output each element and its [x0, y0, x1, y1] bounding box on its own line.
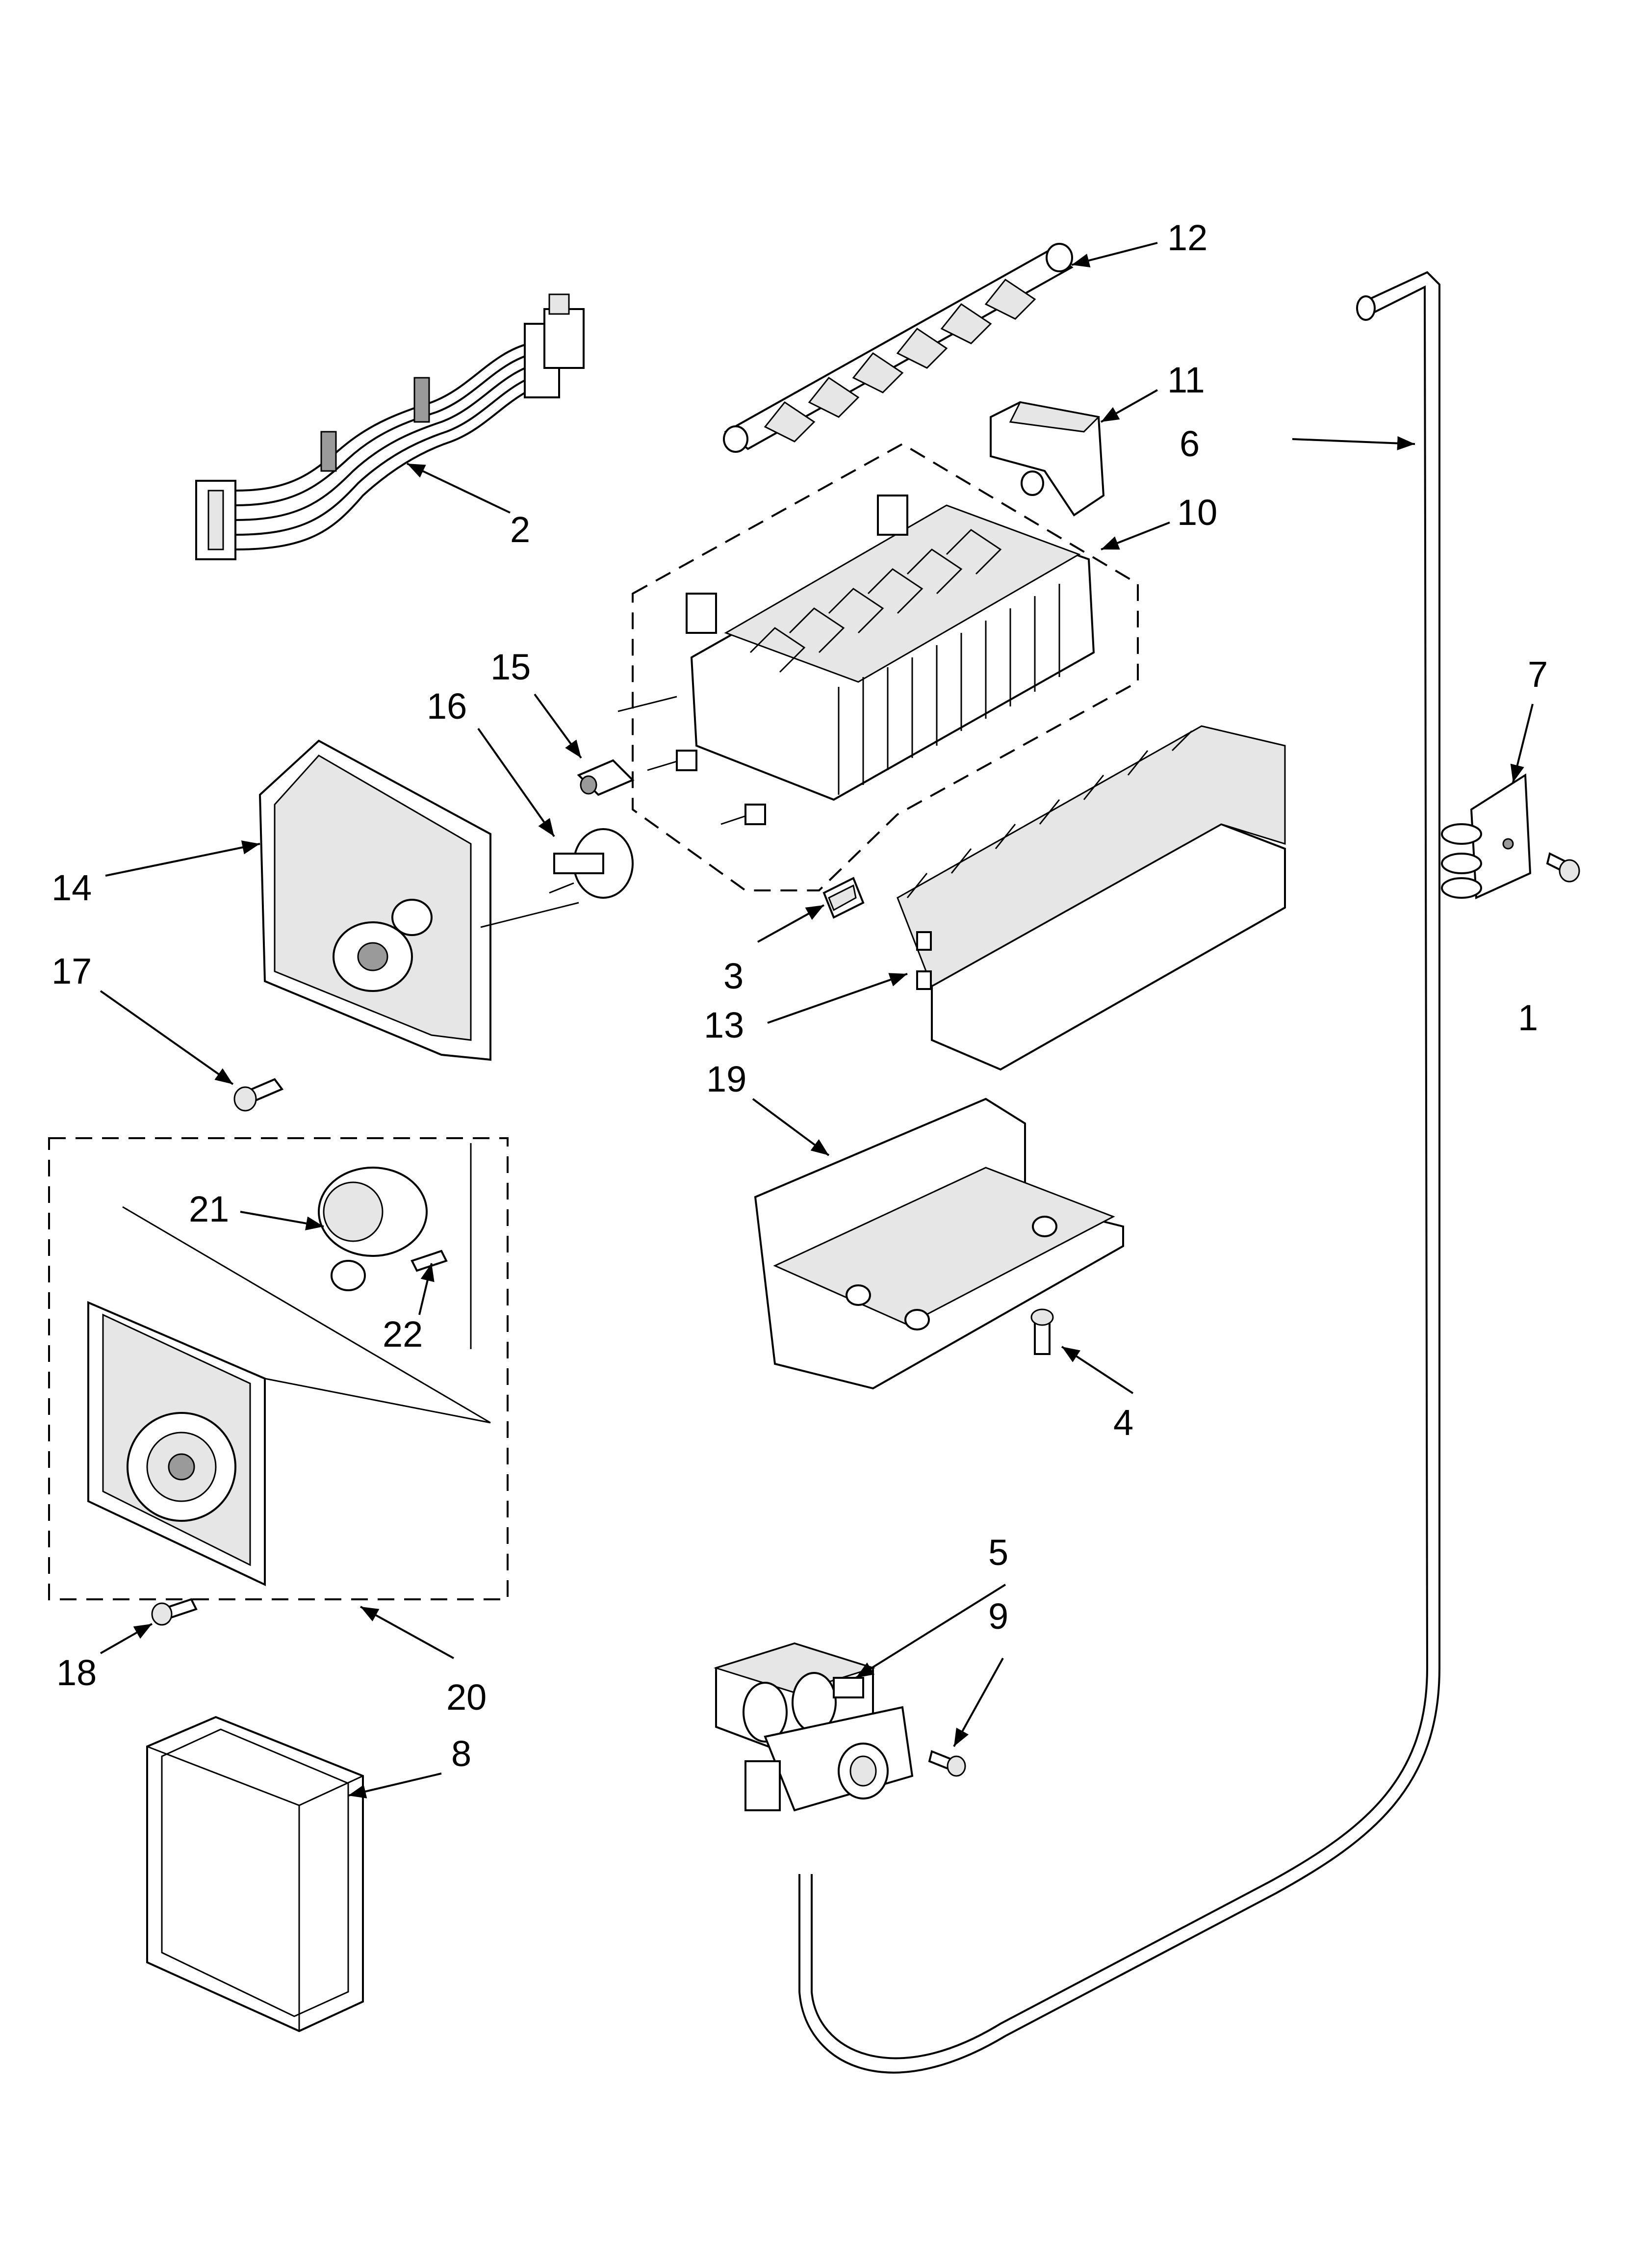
callout-labels: 1 2 3 4 5 6 7 8 9 10 11 12 13 14 15 16 1… — [51, 217, 1548, 1774]
screw-22-part — [410, 1250, 448, 1272]
callout-15: 15 — [490, 647, 531, 687]
screw-9-part — [928, 1750, 966, 1777]
callout-8: 8 — [451, 1733, 471, 1774]
callout-6: 6 — [1180, 423, 1200, 464]
callout-20: 20 — [446, 1677, 487, 1718]
callout-18: 18 — [56, 1652, 97, 1693]
screw-4-part — [1030, 1308, 1054, 1355]
thermostat-part — [549, 828, 634, 899]
fill-tube-part — [798, 271, 1440, 2074]
callout-2: 2 — [510, 509, 530, 550]
callout-10: 10 — [1177, 492, 1217, 533]
callout-17: 17 — [51, 951, 92, 991]
screw-1-part — [1546, 852, 1580, 883]
screw-17-part — [233, 1078, 284, 1112]
ice-stripper-part — [897, 725, 1286, 1071]
callout-9: 9 — [988, 1596, 1008, 1637]
ice-mold-assembly — [617, 443, 1139, 891]
mold-cover-part — [990, 401, 1105, 517]
screw-18-part — [151, 1598, 198, 1626]
tube-bracket-part — [1441, 773, 1532, 900]
callout-13: 13 — [704, 1005, 744, 1045]
callout-1: 1 — [1518, 997, 1538, 1038]
callout-22: 22 — [383, 1314, 423, 1355]
clip-part — [822, 877, 865, 919]
callout-3: 3 — [723, 956, 744, 996]
callout-19: 19 — [706, 1059, 746, 1099]
wire-harness-part — [195, 293, 585, 560]
module-housing-part — [258, 739, 579, 1061]
leader-lines — [100, 242, 1534, 1799]
thermostat-clip-part — [577, 759, 635, 796]
callout-5: 5 — [988, 1532, 1008, 1573]
callout-14: 14 — [51, 867, 92, 908]
callout-21: 21 — [189, 1189, 229, 1229]
ejector-part — [723, 243, 1074, 453]
callout-12: 12 — [1167, 217, 1207, 258]
ice-bin-part — [754, 1097, 1124, 1390]
callout-7: 7 — [1528, 654, 1548, 695]
callout-16: 16 — [427, 686, 467, 727]
water-valve-part — [713, 1642, 914, 1812]
drive-assembly — [48, 1137, 509, 1600]
module-cover-part — [146, 1716, 364, 2033]
callout-11: 11 — [1167, 360, 1205, 400]
callout-4: 4 — [1113, 1402, 1133, 1443]
